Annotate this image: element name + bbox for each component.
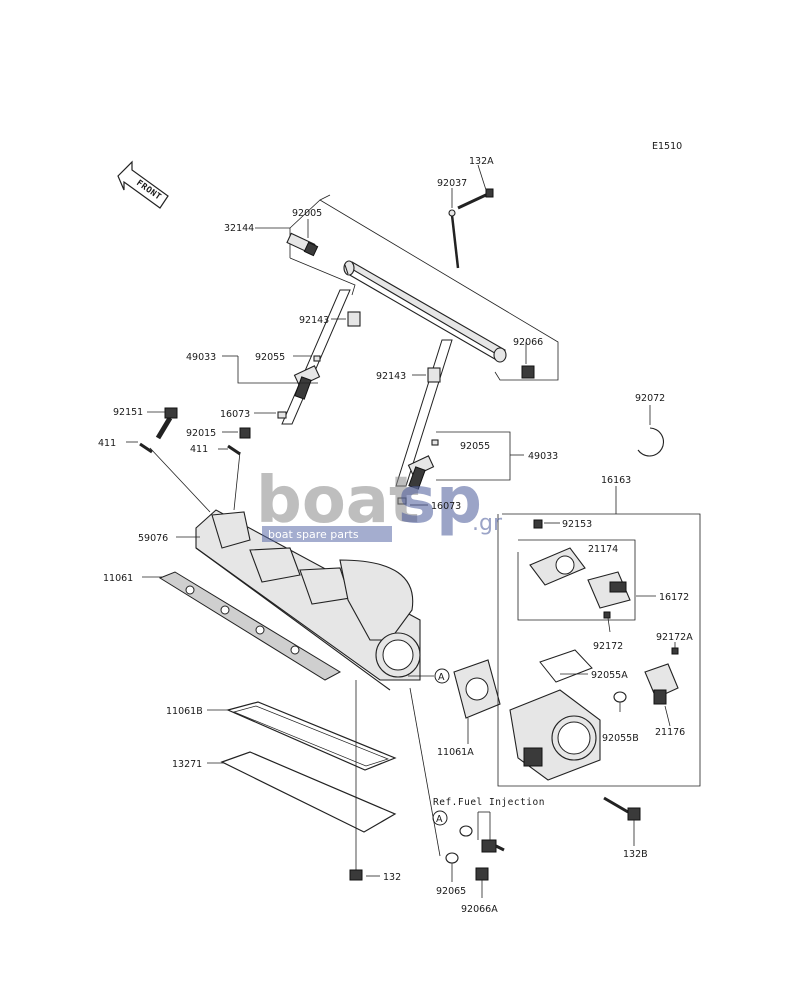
label-92066: 92066	[513, 337, 543, 348]
screw-92172	[603, 611, 611, 619]
svg-text:A: A	[438, 672, 445, 683]
injector-2	[407, 455, 435, 490]
screw-92153	[533, 519, 543, 529]
fuel-rail	[343, 260, 507, 363]
bolt-132A	[457, 188, 494, 210]
pin-411-b	[227, 444, 241, 456]
label-11061B: 11061B	[166, 706, 203, 717]
plate-13271	[220, 751, 397, 833]
injector-1	[293, 365, 321, 400]
clip-92072	[637, 427, 665, 457]
label-16073-a: 16073	[220, 409, 250, 420]
leader-lines	[126, 164, 676, 898]
bolt-132B	[603, 796, 641, 821]
label-92172: 92172	[593, 641, 623, 652]
label-132B: 132B	[623, 849, 648, 860]
seal-92143-b	[427, 367, 441, 383]
bolt-132	[349, 680, 363, 881]
label-21174: 21174	[588, 544, 618, 555]
label-16073-b: 16073	[431, 501, 461, 512]
label-92065: 92065	[436, 886, 466, 897]
label-92143-b: 92143	[376, 371, 406, 382]
part-labels: 132A 92037 92005 32144 92143 92066 49033…	[98, 156, 693, 915]
seal-16073-b	[397, 497, 407, 505]
label-92172A: 92172A	[656, 632, 693, 643]
label-92055-a: 92055	[255, 352, 285, 363]
sensor-21174	[529, 547, 586, 586]
label-411-b: 411	[190, 444, 208, 455]
label-59076: 59076	[138, 533, 168, 544]
watermark: boat sp .gr boat spare parts	[256, 464, 503, 542]
label-13271: 13271	[172, 759, 202, 770]
ref-a-marker-2: A	[432, 810, 448, 826]
watermark-brand-b: sp	[398, 464, 482, 538]
svg-text:A: A	[436, 814, 443, 825]
ref-a-marker-1: A	[434, 668, 450, 684]
label-49033-a: 49033	[186, 352, 216, 363]
label-132A: 132A	[469, 156, 494, 167]
oring-92055-a	[313, 355, 321, 362]
label-92015: 92015	[186, 428, 216, 439]
gasket-11061A	[453, 659, 501, 719]
ref-fuel-injection-parts	[445, 811, 505, 881]
pin-411-a	[139, 442, 153, 454]
label-49033-b: 49033	[528, 451, 558, 462]
nut-92015	[239, 427, 251, 439]
label-92143-a: 92143	[299, 315, 329, 326]
watermark-brand-a: boat	[256, 464, 420, 538]
label-16172: 16172	[659, 592, 689, 603]
oring-92055-b	[431, 439, 439, 446]
label-92066A: 92066A	[461, 904, 498, 915]
label-92153: 92153	[562, 519, 592, 530]
fuel-rail-frame	[255, 194, 559, 381]
screw-92172A	[671, 647, 679, 655]
pin-92037	[448, 209, 460, 269]
label-11061: 11061	[103, 573, 133, 584]
cover-11061B	[226, 701, 397, 771]
label-92151: 92151	[113, 407, 143, 418]
label-92055B: 92055B	[602, 733, 639, 744]
label-92055A: 92055A	[591, 670, 628, 681]
throttle-body	[509, 689, 601, 781]
seal-16073-a	[277, 411, 287, 419]
label-411-a: 411	[98, 438, 116, 449]
label-16163: 16163	[601, 475, 631, 486]
throttle-body-frame	[497, 486, 701, 787]
sensor-21176	[644, 663, 679, 705]
diagram-code: E1510	[652, 141, 682, 152]
fitting-92005	[286, 232, 319, 257]
label-ref-fuel-injection: Ref.Fuel Injection	[433, 797, 545, 808]
gasket-11061	[158, 571, 342, 681]
watermark-tagline: boat spare parts	[268, 528, 359, 541]
label-21176: 21176	[655, 727, 685, 738]
label-92037: 92037	[437, 178, 467, 189]
watermark-suffix: .gr	[472, 511, 503, 536]
label-132: 132	[383, 872, 401, 883]
label-11061A: 11061A	[437, 747, 474, 758]
gasket-92055A	[539, 649, 593, 683]
label-92055-b: 92055	[460, 441, 490, 452]
nut-92066	[521, 365, 535, 379]
bolt-92151	[155, 407, 178, 440]
intake-manifold	[195, 509, 421, 691]
valve-16172	[587, 571, 631, 609]
oring-92055B	[613, 691, 627, 703]
label-92072: 92072	[635, 393, 665, 404]
seal-92143-a	[347, 311, 361, 327]
label-92005: 92005	[292, 208, 322, 219]
label-32144: 32144	[224, 223, 254, 234]
front-arrow-icon: FRONT	[117, 160, 169, 209]
